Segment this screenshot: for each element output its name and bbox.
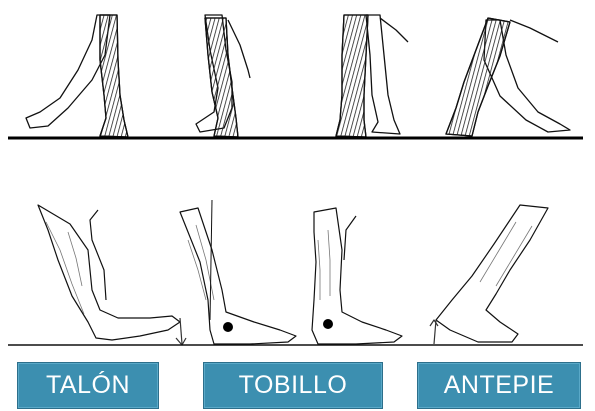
walking-figure-4 <box>446 18 570 136</box>
label-tobillo-text: TOBILLO <box>239 371 348 400</box>
label-talon-text: TALÓN <box>46 371 130 400</box>
walking-figure-3 <box>336 15 408 137</box>
label-antepie-text: ANTEPIE <box>444 371 554 400</box>
walking-figure-1 <box>26 15 128 137</box>
label-talon: TALÓN <box>17 362 159 409</box>
foot-forefoot <box>430 205 548 344</box>
foot-ankle-stance-2 <box>312 208 402 344</box>
foot-ankle-stance-1 <box>180 200 296 344</box>
foot-phases <box>38 200 548 345</box>
ankle-pivot-dot-1 <box>223 322 233 332</box>
walking-figure-2 <box>196 15 250 137</box>
label-tobillo: TOBILLO <box>203 362 383 409</box>
walking-sequence <box>26 15 570 137</box>
foot-heel-strike <box>38 205 186 345</box>
ankle-pivot-dot-2 <box>323 319 333 329</box>
label-antepie: ANTEPIE <box>417 362 581 409</box>
